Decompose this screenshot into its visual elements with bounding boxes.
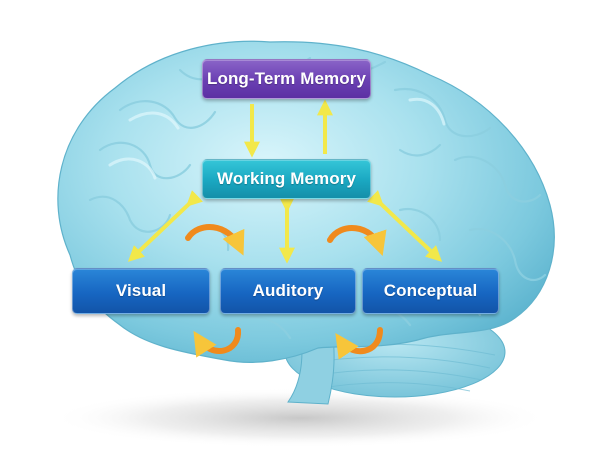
- working-memory-box: Working Memory: [202, 159, 371, 199]
- auditory-box: Auditory: [220, 268, 356, 314]
- long-term-memory-label: Long-Term Memory: [206, 69, 367, 88]
- loop-arrow-visual-auditory-top: [185, 224, 245, 256]
- long-term-memory-box: Long-Term Memory: [202, 59, 371, 99]
- visual-box: Visual: [72, 268, 210, 314]
- auditory-label: Auditory: [252, 281, 324, 300]
- arrow-wm-visual: [127, 190, 204, 262]
- working-memory-label: Working Memory: [217, 169, 356, 188]
- loop-arrow-auditory-conceptual-bottom: [335, 327, 383, 360]
- conceptual-box: Conceptual: [362, 268, 499, 314]
- arrow-wm-conceptual: [366, 190, 443, 262]
- conceptual-label: Conceptual: [383, 281, 478, 300]
- loop-arrow-auditory-conceptual-top: [327, 225, 387, 256]
- visual-label: Visual: [115, 281, 167, 300]
- loop-arrow-visual-auditory-bottom: [193, 327, 242, 358]
- ground-shadow: [50, 388, 550, 448]
